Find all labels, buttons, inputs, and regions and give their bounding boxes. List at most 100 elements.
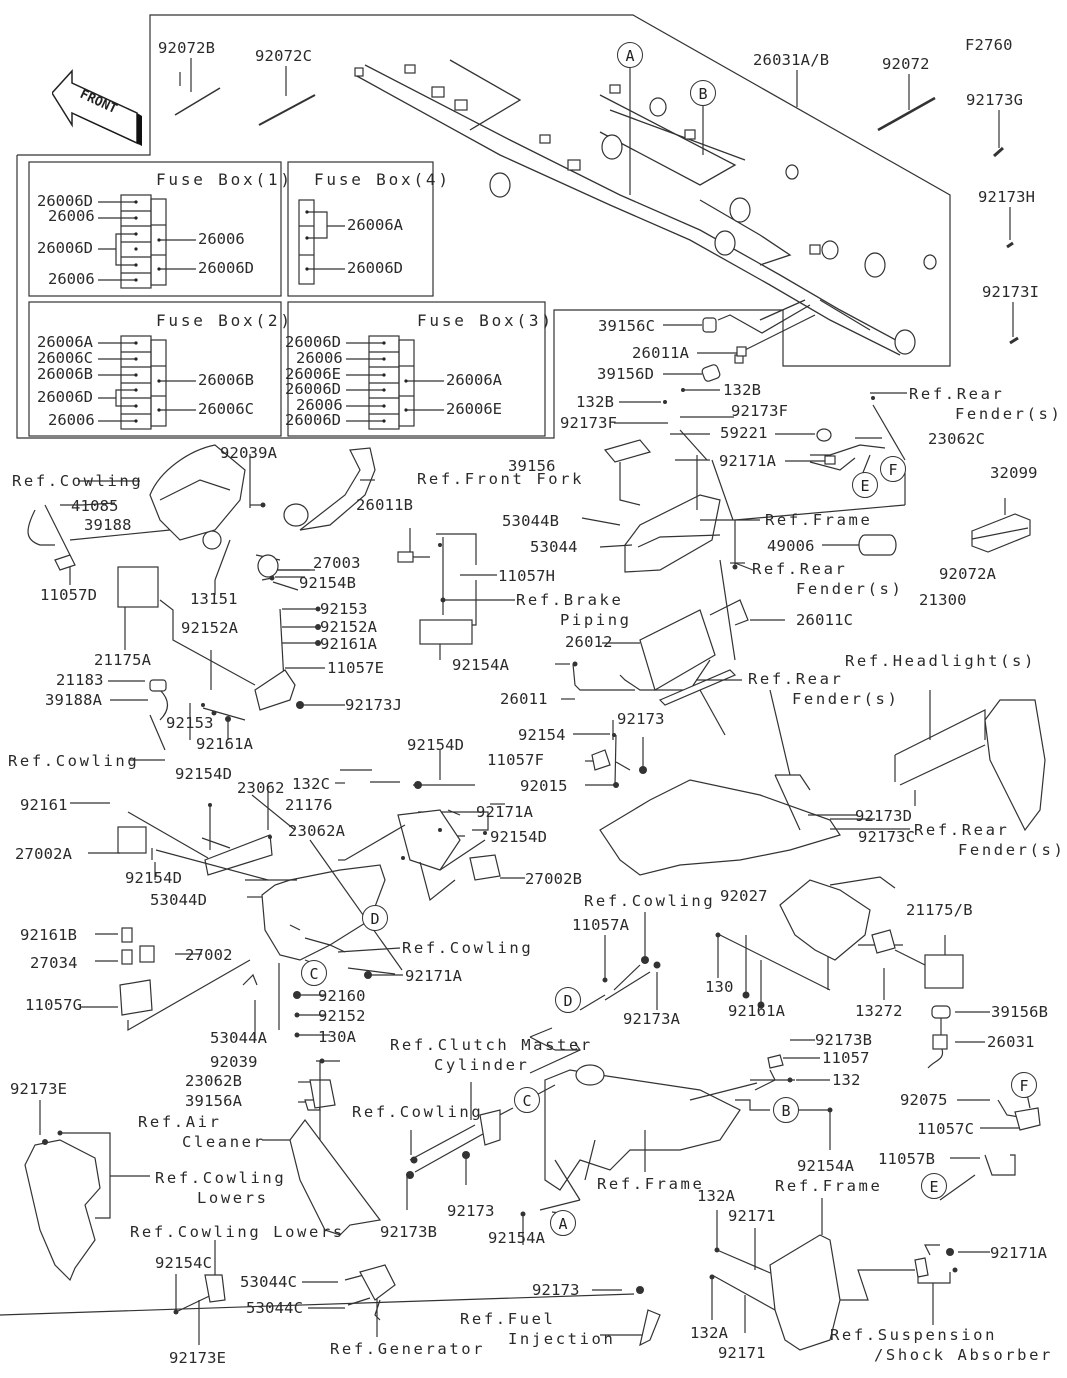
part-label[interactable]: 92152A — [320, 618, 378, 636]
part-label[interactable]: 92173C — [858, 828, 916, 846]
part-label[interactable]: 92173B — [815, 1031, 873, 1049]
part-label[interactable]: 92154B — [299, 574, 357, 592]
part-label[interactable]: 132B — [723, 381, 762, 399]
part-label[interactable]: 92161A — [196, 735, 254, 753]
part-label[interactable]: 92173E — [10, 1080, 68, 1098]
part-label[interactable]: 92171 — [728, 1207, 776, 1225]
part-label[interactable]: 92171A — [476, 803, 534, 821]
part-label[interactable]: 132A — [690, 1324, 729, 1342]
ref-frame[interactable]: Ref.Frame — [775, 1177, 883, 1195]
part-label[interactable]: 92173D — [855, 807, 913, 825]
part-label[interactable]: 132A — [697, 1187, 736, 1205]
ref-suspension-shock-absorber[interactable]: Ref.Suspension/Shock Absorber — [830, 1326, 1053, 1364]
part-label[interactable]: 92015 — [520, 777, 568, 795]
part-label[interactable]: 53044D — [150, 891, 208, 909]
part-label[interactable]: 39156 — [508, 457, 556, 475]
part-label[interactable]: 92171 — [718, 1344, 766, 1362]
part-label[interactable]: 26011B — [356, 496, 414, 514]
part-label[interactable]: 92072B — [158, 39, 216, 57]
part-label[interactable]: 92173G — [966, 91, 1024, 109]
part-label[interactable]: 21175/B — [906, 901, 973, 919]
part-label[interactable]: 11057F — [487, 751, 545, 769]
part-label[interactable]: 39156B — [991, 1003, 1049, 1021]
part-label[interactable]: 11057 — [822, 1049, 870, 1067]
part-label[interactable]: 23062 — [237, 779, 285, 797]
part-label[interactable]: 11057C — [917, 1120, 975, 1138]
part-label[interactable]: 92161B — [20, 926, 78, 944]
ref-cowling[interactable]: Ref.Cowling — [352, 1103, 484, 1121]
part-label[interactable]: 39156A — [185, 1092, 243, 1110]
part-label[interactable]: 92173F — [560, 414, 618, 432]
part-label[interactable]: 21183 — [56, 671, 104, 689]
part-label[interactable]: 26012 — [565, 633, 613, 651]
part-label[interactable]: 27002B — [525, 870, 583, 888]
part-label[interactable]: 130A — [318, 1028, 357, 1046]
part-label[interactable]: 11057A — [572, 916, 630, 934]
part-label[interactable]: 92039A — [220, 444, 278, 462]
part-label[interactable]: 92173H — [978, 188, 1036, 206]
part-label[interactable]: 92072A — [939, 565, 997, 583]
part-label[interactable]: 13272 — [855, 1002, 903, 1020]
ref-frame[interactable]: Ref.Frame — [597, 1175, 705, 1193]
part-label[interactable]: 11057G — [25, 996, 83, 1014]
part-label[interactable]: 92154A — [797, 1157, 855, 1175]
part-label[interactable]: 32099 — [990, 464, 1038, 482]
part-label[interactable]: 92154D — [175, 765, 233, 783]
part-label[interactable]: 92161A — [320, 635, 378, 653]
part-label[interactable]: 39156C — [598, 317, 656, 335]
part-label[interactable]: 21175A — [94, 651, 152, 669]
part-label[interactable]: 26011A — [632, 344, 690, 362]
part-label[interactable]: 26011C — [796, 611, 854, 629]
part-label[interactable]: 53044A — [210, 1029, 268, 1047]
ref-cowling[interactable]: Ref.Cowling — [402, 939, 534, 957]
part-label[interactable]: 59221 — [720, 424, 768, 442]
part-label[interactable]: 23062C — [928, 430, 986, 448]
part-label[interactable]: 92173F — [731, 402, 789, 420]
ref-cowling[interactable]: Ref.Cowling — [12, 472, 144, 490]
part-label[interactable]: 53044B — [502, 512, 560, 530]
part-label[interactable]: 27002 — [185, 946, 233, 964]
part-label[interactable]: 92173 — [447, 1202, 495, 1220]
part-label[interactable]: 92039 — [210, 1053, 258, 1071]
part-label[interactable]: 26011 — [500, 690, 548, 708]
part-label[interactable]: 92173I — [982, 283, 1040, 301]
part-label[interactable]: 92173 — [532, 1281, 580, 1299]
part-label[interactable]: 92161A — [728, 1002, 786, 1020]
ref-headlights[interactable]: Ref.Headlight(s) — [845, 652, 1036, 670]
part-label[interactable]: 92154A — [452, 656, 510, 674]
part-label[interactable]: 11057D — [40, 586, 98, 604]
ref-cowling-lowers[interactable]: Ref.Cowling Lowers — [130, 1223, 345, 1241]
part-label[interactable]: 26031A/B — [753, 51, 830, 69]
part-label[interactable]: 23062A — [288, 822, 346, 840]
ref-cowling[interactable]: Ref.Cowling — [584, 892, 716, 910]
part-label[interactable]: 27002A — [15, 845, 73, 863]
part-label[interactable]: 27003 — [313, 554, 361, 572]
part-label[interactable]: 49006 — [767, 537, 815, 555]
part-label[interactable]: 92152A — [181, 619, 239, 637]
part-label[interactable]: 132C — [292, 775, 331, 793]
part-label[interactable]: 92154D — [407, 736, 465, 754]
ref-frame[interactable]: Ref.Frame — [765, 511, 873, 529]
part-label[interactable]: 92072 — [882, 55, 930, 73]
part-label[interactable]: 39188 — [84, 516, 132, 534]
part-label[interactable]: 53044C — [240, 1273, 298, 1291]
part-label[interactable]: 11057H — [498, 567, 556, 585]
part-label[interactable]: 39156D — [597, 365, 655, 383]
part-label[interactable]: 92154A — [488, 1229, 546, 1247]
part-label[interactable]: 92171A — [405, 967, 463, 985]
part-label[interactable]: 132B — [576, 393, 615, 411]
part-label[interactable]: 92173E — [169, 1349, 227, 1367]
part-label[interactable]: 92072C — [255, 47, 313, 65]
part-label[interactable]: 27034 — [30, 954, 78, 972]
part-label[interactable]: 92173A — [623, 1010, 681, 1028]
part-label[interactable]: 92153 — [320, 600, 368, 618]
part-label[interactable]: 41085 — [71, 497, 119, 515]
part-label[interactable]: 92161 — [20, 796, 68, 814]
